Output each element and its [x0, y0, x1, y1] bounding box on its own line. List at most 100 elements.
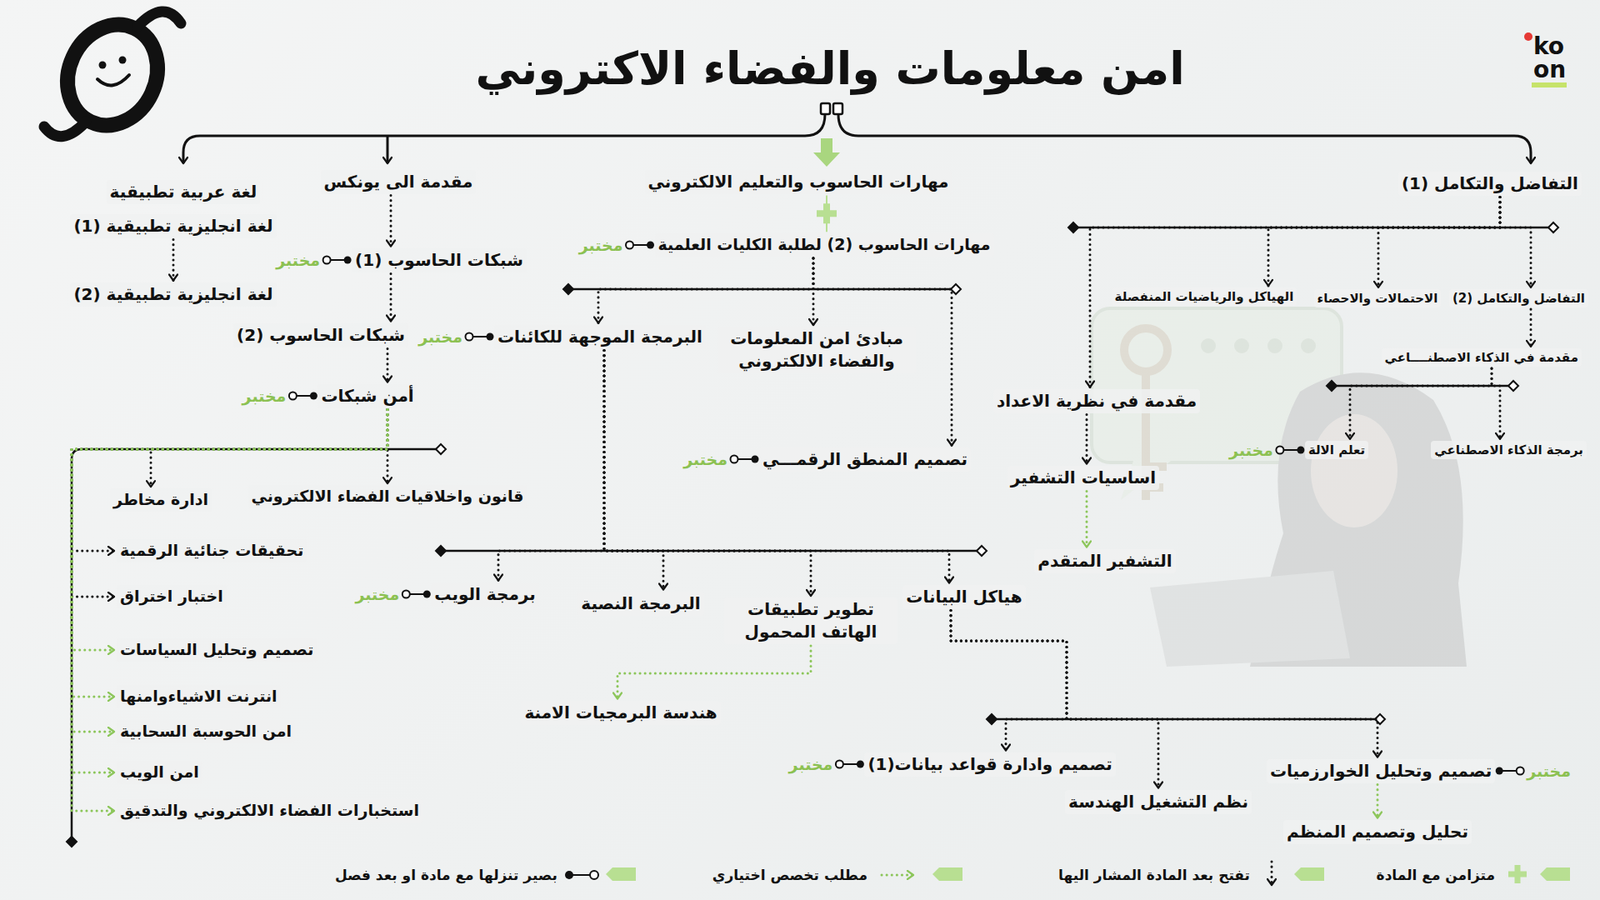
- prerequisite-connector: [1086, 491, 1088, 548]
- legend-symbols: [1508, 865, 1527, 884]
- prerequisite-connector: [71, 410, 388, 733]
- dotted-arrow: [1530, 309, 1533, 347]
- course-label: أمن شبكات: [317, 384, 417, 409]
- hacker-illustration: [1200, 338, 1216, 354]
- lab-link-dot: [646, 241, 655, 250]
- course-label: تصميم وتحليل الخوارزميات: [1266, 759, 1495, 784]
- course-label: اختبار اختراق: [116, 585, 227, 609]
- course-label: امن الويب: [116, 760, 203, 785]
- course-label: البرمجة الموجهة للكائنات: [494, 325, 706, 350]
- course-label: تعلم الالة: [1305, 440, 1369, 460]
- lab-link: [730, 455, 760, 464]
- course-label: قانون واخلاقيات الفضاء الالكتروني: [248, 485, 528, 509]
- course-name: مقدمة في نظرية الاعداد: [996, 390, 1197, 413]
- legend-symbols: [881, 874, 914, 877]
- koon-logo-marks: [1531, 82, 1567, 88]
- lab-link-ring: [323, 256, 331, 265]
- course-label: مبادئ امن المعلومات والفضاء الالكتروني: [717, 326, 916, 374]
- prerequisite-connector: [598, 258, 814, 324]
- brand-logo: [119, 56, 127, 65]
- dotted-arrow: [1500, 197, 1531, 288]
- lab-tag: مختبر: [1229, 440, 1274, 461]
- course-name: تعلم الالة: [1308, 441, 1365, 459]
- course-label: التفاضل والتكامل (1): [1398, 171, 1582, 196]
- course-label: امن الحوسبة السحابية: [116, 720, 295, 744]
- title-bracket: [838, 114, 1531, 164]
- koon-logo-marks: [1524, 32, 1567, 88]
- dotted-arrow: [386, 349, 390, 383]
- course-label: مقدمة في الذكاء الاصطنــــاعي: [1381, 348, 1582, 367]
- course-name: هندسة البرمجيات الامنة: [524, 701, 717, 725]
- lab-link-dot: [344, 256, 352, 265]
- prerequisite-connector: [71, 410, 388, 698]
- course-label: مقدمة في نظرية الاعداد: [993, 389, 1200, 414]
- dotted-arrow: [71, 410, 388, 812]
- course-name: مهارات الحاسوب والتعليم الالكتروني: [648, 170, 950, 194]
- course-label: مقدمة الى يونكس: [320, 170, 477, 195]
- lab-link: [1275, 446, 1305, 455]
- lab-tag: مختبر: [789, 754, 834, 775]
- dotted-arrow: [1085, 491, 1089, 548]
- course-name: ادارة مخاطر: [113, 489, 209, 511]
- prerequisite-connector: [604, 350, 811, 597]
- course-name: تحقيقات جنائية الرقمية: [120, 540, 304, 562]
- lab-tag: مختبر: [579, 235, 624, 256]
- bus-lines: [991, 718, 1380, 721]
- logo-text: ko: [1533, 35, 1565, 59]
- prerequisite-connector: [1491, 368, 1500, 440]
- bus-end-diamonds: [1326, 380, 1337, 391]
- title-bracket: [820, 103, 830, 115]
- lab-tag: مختبر: [418, 326, 463, 348]
- lab-link: [1495, 767, 1525, 775]
- course-label: اساسيات التشفير: [1007, 465, 1160, 490]
- course-label: البرمجة النصية: [577, 591, 704, 616]
- dotted-arrow: [1378, 197, 1500, 288]
- prerequisite-connector: [71, 410, 388, 774]
- course-name: انترنت الاشياءوامنها: [120, 685, 278, 708]
- course-name: التفاضل والتكامل (1): [1401, 172, 1579, 195]
- course-label: الاحتمالات والاحصاء: [1314, 289, 1442, 308]
- course-name: تحليل وتصميم المنظم: [1286, 820, 1469, 844]
- course-name: تصميم وتحليل الخوارزميات: [1270, 760, 1492, 783]
- lab-link-dot: [423, 590, 431, 599]
- prerequisite-connector: [816, 195, 837, 233]
- course-label: برمجة الويب: [430, 582, 539, 607]
- lab-link-dot: [486, 333, 495, 341]
- course-name: البرمجة الموجهة للكائنات: [497, 325, 703, 349]
- prerequisite-connector: [498, 350, 605, 581]
- dotted-arrow: [1268, 197, 1500, 286]
- course-name: تصميم وتحليل السياسات: [120, 639, 314, 661]
- course-label: مهارات الحاسوب والتعليم الالكتروني: [645, 170, 953, 195]
- prerequisite-connector: [1350, 368, 1492, 440]
- title-bracket: [183, 103, 1531, 167]
- course-label: انترنت الاشياءوامنها: [116, 685, 281, 709]
- brand-logo: [44, 121, 86, 137]
- course-label: الهياكل والرياضيات المنفصلة: [1111, 287, 1298, 306]
- legend-text: متزامن مع المادة: [1376, 865, 1495, 885]
- koon-logo-marks: [1524, 32, 1533, 41]
- bus-end-diamonds: [435, 545, 446, 556]
- hacker-illustration: [1150, 570, 1350, 667]
- dotted-arrow: [498, 350, 605, 581]
- bus-end-diamonds: [986, 714, 997, 725]
- prerequisite-connector: [71, 410, 388, 651]
- course-label: تحليل وتصميم المنظم: [1283, 820, 1472, 845]
- lab-link-ring: [1516, 767, 1525, 775]
- lab-tag: مختبر: [1526, 760, 1571, 782]
- lab-link-ring: [625, 241, 634, 250]
- lab-link: [289, 392, 318, 400]
- course-name: قانون واخلاقيات الفضاء الالكتروني: [251, 485, 525, 508]
- course-name: لغة انجليزية تطبيقية (2): [73, 283, 273, 306]
- course-name: مقدمة الى يونكس: [324, 170, 474, 194]
- lab-link: [402, 590, 431, 599]
- legend-symbols: [565, 861, 1570, 885]
- course-label: التشفير المتقدم: [1034, 549, 1175, 574]
- title-bracket: [386, 135, 390, 164]
- diagram-title: امن معلومات والفضاء الاكتروني: [475, 40, 1185, 98]
- legend-symbols: [1294, 867, 1325, 881]
- dotted-arrow: [950, 610, 1378, 758]
- course-name: اختبار اختراق: [120, 585, 224, 608]
- course-label: لغة عربية تطبيقية: [106, 180, 261, 205]
- dotted-arrow: [1085, 415, 1089, 465]
- dotted-arrow: [598, 258, 814, 324]
